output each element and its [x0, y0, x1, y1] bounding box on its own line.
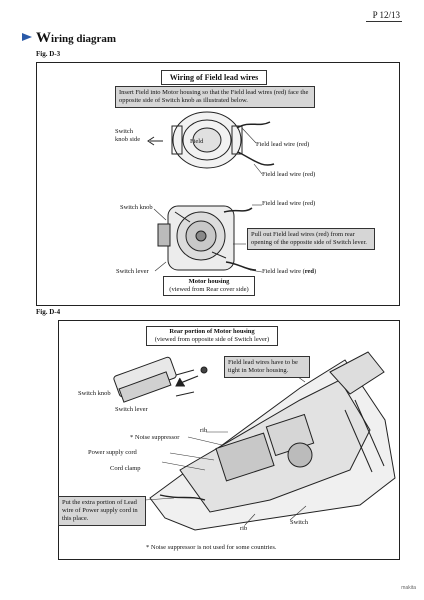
fwl4-post: ) [314, 268, 317, 275]
switch-knob-label-d4: Switch knob [78, 390, 111, 397]
rib-label-top: rib [200, 427, 208, 434]
fig-d4-note-extra: Put the extra portion of Lead wire of Po… [58, 496, 146, 526]
fig-d3-label: Fig. D-3 [36, 50, 61, 58]
switch-label: Switch [290, 519, 309, 526]
rib-label-bottom: rib [240, 525, 248, 532]
fig-d3-note-pull: Pull out Field lead wires (red) from rea… [247, 228, 375, 250]
field-lead-wire-label-1: Field lead wire (red) [256, 141, 310, 148]
fig-d3-heading: Wiring of Field lead wires [161, 70, 267, 85]
arrow-right-icon [22, 33, 32, 41]
switch-knob-side-line1: Switch [115, 128, 134, 135]
fig-d4-heading: Rear portion of Motor housing [169, 328, 255, 335]
fwl4-bold: red [304, 268, 315, 275]
motor-housing-sub: (viewed from Rear cover side) [169, 286, 249, 293]
motor-housing-title: Motor housing [188, 278, 230, 285]
field-lead-wire-label-2: Field lead wire (red) [262, 171, 316, 178]
page-number-underline [366, 21, 402, 22]
field-lead-wire-label-3: Field lead wire (red) [262, 200, 316, 207]
fig-d4-frame [58, 320, 400, 560]
title-rest: iring diagram [51, 33, 117, 45]
field-lead-wire-label-4: Field lead wire (red) [262, 268, 316, 276]
page-title: Wiring diagram [36, 30, 116, 47]
cord-clamp-label: Cord clamp [110, 465, 141, 472]
switch-lever-label-d4: Switch lever [115, 406, 148, 413]
fig-d4-label: Fig. D-4 [36, 308, 61, 316]
fig-d4-note-tight: Field lead wires have to be tight in Mot… [224, 356, 310, 378]
footnote: * Noise suppressor is not used for some … [146, 544, 277, 551]
field-label: Field [190, 138, 204, 145]
switch-lever-label: Switch lever [116, 268, 149, 275]
fig-d4-heading-box: Rear portion of Motor housing (viewed fr… [146, 326, 278, 346]
fig-d3-note-top: Insert Field into Motor housing so that … [115, 86, 315, 108]
fig-d3-frame [36, 62, 400, 306]
power-supply-cord-label: Power supply cord [88, 449, 137, 456]
noise-suppressor-label: * Noise suppressor [130, 434, 180, 441]
fwl4-pre: Field lead wire ( [262, 268, 305, 275]
motor-housing-caption: Motor housing (viewed from Rear cover si… [163, 276, 255, 296]
switch-knob-side-line2: knob side [115, 136, 141, 143]
title-initial: W [36, 30, 51, 46]
switch-knob-label: Switch knob [120, 204, 153, 211]
page-number: P 12/13 [372, 10, 400, 20]
footer-watermark: makita [401, 585, 416, 591]
fig-d4-heading-sub: (viewed from opposite side of Switch lev… [154, 336, 270, 343]
